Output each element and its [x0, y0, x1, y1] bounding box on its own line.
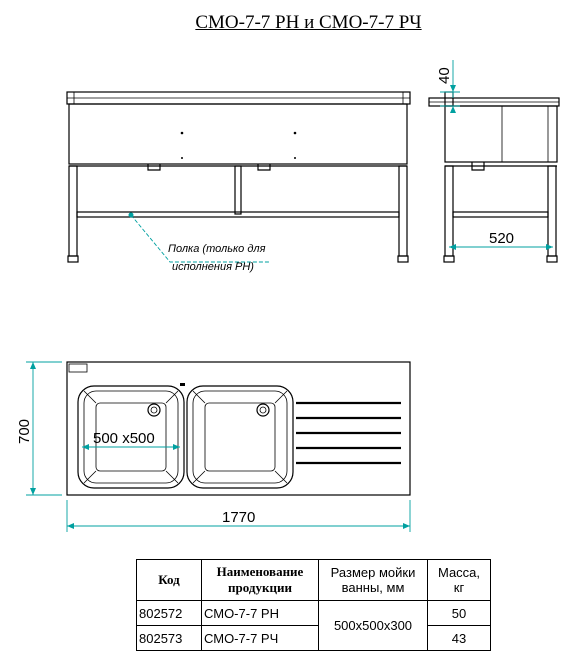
header-mass: Масса, кг — [427, 559, 491, 601]
dim-height-top: 40 — [436, 67, 453, 84]
header-name-line2: продукции — [228, 580, 292, 595]
header-size-line2: ванны, мм — [341, 580, 405, 595]
front-view: Полка (только для исполнения РН) — [66, 91, 411, 273]
header-size: Размер мойки ванны, мм — [318, 559, 428, 601]
dim-bowl-size: 500 х500 — [93, 430, 155, 447]
plan-view: 500 х500 700 1770 — [16, 361, 411, 532]
table-header-row: Код Наименование продукции Размер мойки … — [136, 559, 491, 601]
technical-drawing: Полка (только для исполнения РН) 40 520 — [16, 60, 560, 532]
row-name: СМО-7-7 РН — [201, 600, 319, 626]
shelf-note-line1: Полка (только для — [168, 243, 266, 255]
header-mass-line2: кг — [453, 580, 465, 595]
header-mass-line1: Масса, — [437, 565, 481, 580]
header-code: Код — [136, 559, 202, 601]
table-row: 802572 СМО-7-7 РН 500х500х300 50 — [136, 600, 491, 651]
dim-plan-width: 1770 — [222, 509, 255, 526]
table-row: 802573 СМО-7-7 РЧ 43 — [136, 625, 491, 651]
header-size-line1: Размер мойки — [330, 565, 416, 580]
row-mass: 50 — [427, 600, 491, 626]
row-code: 802573 — [136, 625, 202, 651]
drawing-title: СМО-7-7 РН и СМО-7-7 РЧ — [195, 12, 422, 33]
side-view: 40 520 — [428, 60, 560, 263]
spec-table: Код Наименование продукции Размер мойки … — [136, 559, 491, 651]
header-name: Наименование продукции — [201, 559, 319, 601]
row-code: 802572 — [136, 600, 202, 626]
row-mass: 43 — [427, 625, 491, 651]
row-size: 500х500х300 — [318, 600, 428, 651]
dim-plan-depth: 700 — [16, 419, 33, 444]
dim-side-width: 520 — [489, 230, 514, 247]
header-name-line1: Наименование — [216, 564, 304, 579]
shelf-note-line2: исполнения РН) — [172, 261, 254, 273]
row-name: СМО-7-7 РЧ — [201, 625, 319, 651]
